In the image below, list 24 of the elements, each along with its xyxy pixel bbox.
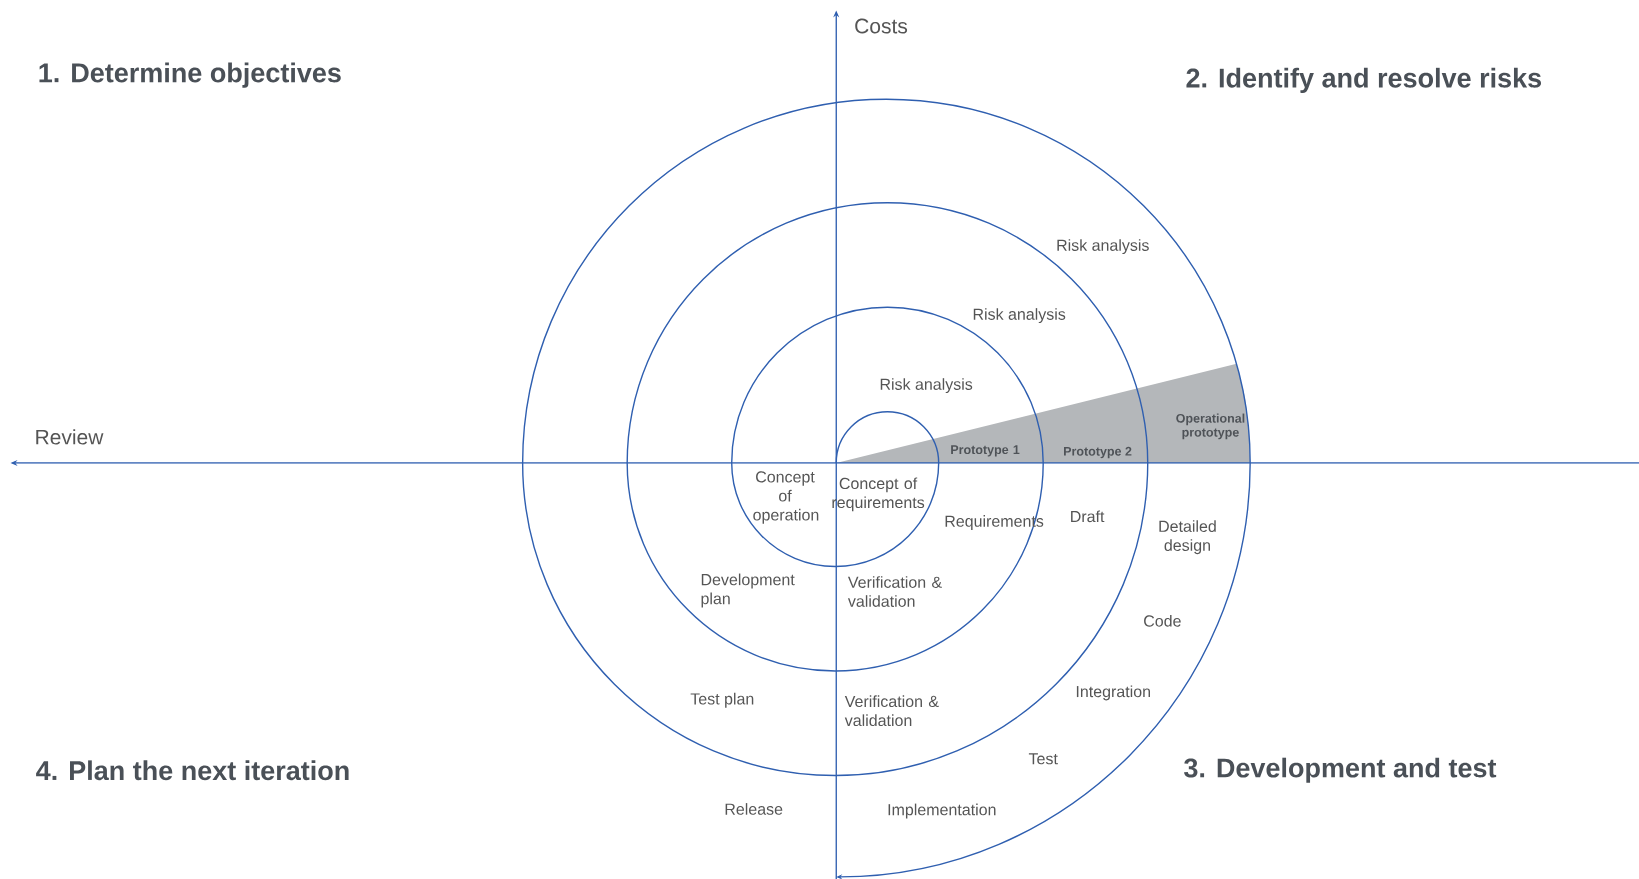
phase-label: Draft [1071, 510, 1105, 523]
phase-label: Concept of operation [753, 471, 819, 524]
phase-label: Release [725, 803, 783, 815]
prototype-label: Prototype 1 [951, 445, 1020, 457]
phase-label: Detailed design [1159, 520, 1216, 555]
quadrant-heading: 4. Plan the next iteration [36, 760, 349, 781]
phase-label: Verification & validation [844, 695, 939, 727]
phase-label: Development plan [701, 573, 795, 608]
prototype-label: Prototype 2 [1064, 446, 1132, 459]
phase-label: Verification & validation [847, 576, 942, 607]
phase-label: Implementation [888, 803, 996, 819]
axis-label: Review [36, 429, 104, 445]
quadrant-heading: 2. Identify and resolve risks [1186, 67, 1542, 93]
phase-label: Test plan [690, 692, 754, 708]
phase-label: Risk analysis [880, 378, 973, 394]
quadrant-heading: 1. Determine objectives [39, 62, 341, 88]
phase-label: Risk analysis [1057, 239, 1149, 255]
phase-label: Risk analysis [973, 308, 1066, 324]
phase-label: Integration [1076, 685, 1150, 701]
prototype-label: Operational prototype [1176, 413, 1245, 440]
quadrant-heading: 3. Development and test [1184, 757, 1497, 783]
phase-label: Code [1144, 614, 1181, 627]
phase-label: Test [1028, 753, 1058, 765]
axis-label: Costs [855, 18, 908, 34]
